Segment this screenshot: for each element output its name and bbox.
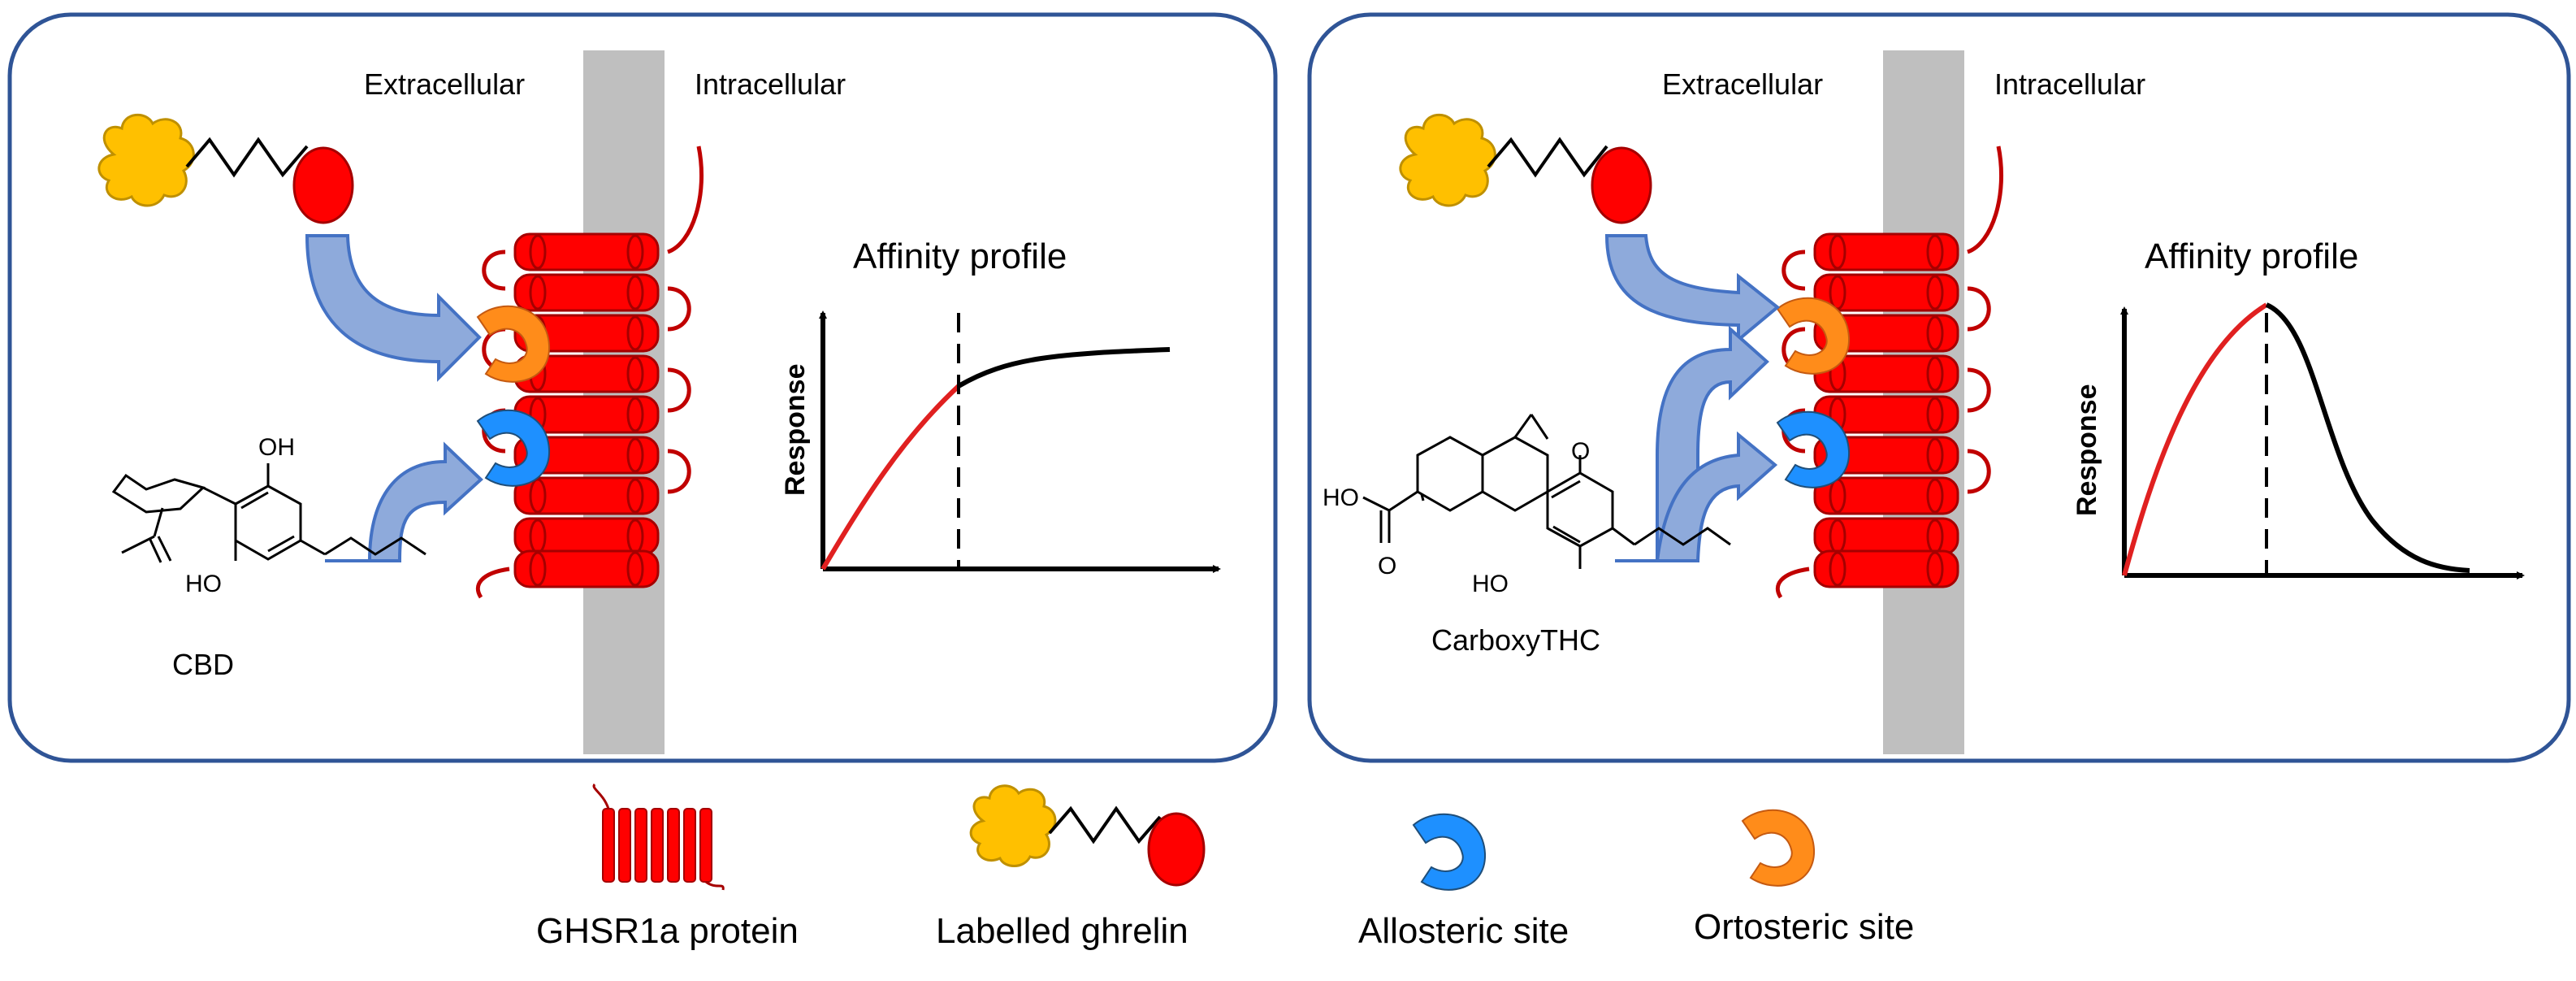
carboxyl-hydroxyl-label: HO	[1323, 484, 1359, 511]
legend-helix	[667, 808, 680, 883]
allosteric-site-icon	[476, 409, 551, 487]
curve-initial-segment	[820, 384, 961, 571]
legend-helix	[683, 808, 696, 883]
legend-receptor-label: GHSR1a protein	[536, 911, 799, 951]
binding-arrow	[305, 234, 482, 382]
carboxythc-structure	[1362, 414, 1731, 569]
affinity-chart	[2120, 302, 2525, 579]
curve-later-segment	[957, 347, 1171, 388]
ring-oxygen-label: O	[1571, 438, 1590, 465]
legend-allosteric-label: Allosteric site	[1358, 911, 1569, 951]
hydroxyl-label: HO	[1472, 571, 1509, 597]
carbonyl-oxygen-label: O	[1378, 553, 1396, 579]
binding-arrow	[325, 441, 483, 562]
intracellular-label: Intracellular	[695, 67, 846, 101]
legend-helix	[618, 808, 631, 883]
legend-helix	[699, 808, 712, 883]
allosteric-site-icon	[1412, 813, 1487, 891]
legend-orthosteric-label: Ortosteric site	[1694, 907, 1914, 947]
labelled-ghrelin-icon	[1399, 113, 1652, 224]
affinity-title: Affinity profile	[853, 237, 1067, 276]
seven-helix-receptor-icon	[592, 783, 725, 891]
legend-c-terminus	[705, 880, 725, 891]
panel-carboxythc: Extracellular Intracellular	[1307, 12, 2571, 763]
orthosteric-site-icon	[476, 305, 551, 383]
legend-helix	[651, 808, 664, 883]
extracellular-label: Extracellular	[364, 67, 525, 101]
panel-cbd: Extracellular Intracellular	[7, 12, 1278, 763]
binding-arrow	[1655, 431, 1778, 562]
curve-initial-segment	[2122, 302, 2268, 576]
affinity-title: Affinity profile	[2145, 237, 2358, 276]
allosteric-site-icon	[1776, 410, 1851, 488]
legend-helix	[602, 808, 615, 883]
ghsr1a-receptor	[1775, 145, 2003, 599]
binding-arrow	[1615, 325, 1769, 562]
binding-arrow	[1604, 234, 1781, 344]
orthosteric-site-icon	[1741, 809, 1816, 887]
cbd-structure	[111, 463, 426, 563]
labelled-ghrelin-icon	[97, 113, 354, 224]
ligand-name: CBD	[172, 648, 234, 681]
y-axis-label: Response	[780, 364, 811, 497]
intracellular-label: Intracellular	[1994, 67, 2145, 101]
affinity-chart	[819, 310, 1221, 573]
panel-border	[7, 12, 1278, 763]
extracellular-label: Extracellular	[1662, 67, 1823, 101]
hydroxyl-label: HO	[185, 571, 222, 597]
y-axis-label: Response	[2072, 384, 2102, 517]
legend: GHSR1a protein Labelled ghrelin Alloster…	[536, 783, 1914, 951]
panel-border	[1307, 12, 2571, 763]
curve-later-segment	[2265, 302, 2470, 573]
labelled-ghrelin-icon	[969, 784, 1206, 887]
hydroxyl-label: OH	[258, 434, 295, 461]
legend-n-terminus	[592, 783, 610, 810]
legend-helix	[634, 808, 647, 883]
orthosteric-site-icon	[1776, 297, 1851, 375]
ligand-name: CarboxyTHC	[1431, 623, 1600, 657]
legend-ghrelin-label: Labelled ghrelin	[936, 911, 1188, 951]
